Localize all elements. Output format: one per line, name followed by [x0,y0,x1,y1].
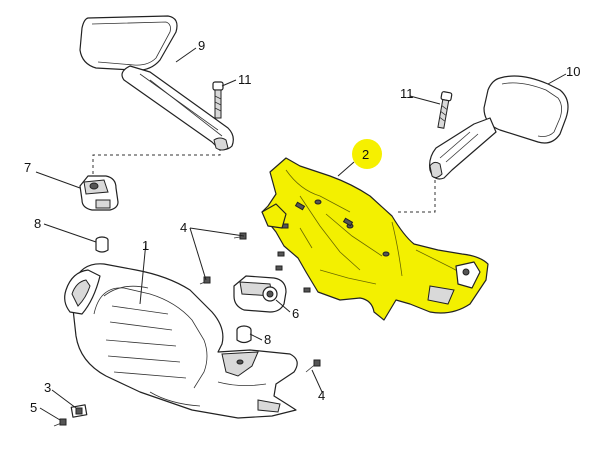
bushing-part-8-upper [95,236,109,253]
callout-2: 2 [362,147,369,162]
callout-5: 5 [30,400,37,415]
mount-dashed-lines [92,148,436,213]
leader-lines [35,47,567,421]
handlebar-cover-lower-part-1 [64,263,298,419]
screw-part-4-middle [199,276,211,285]
callout-3: 3 [44,380,51,395]
clip-part-7 [79,175,119,211]
callout-8-lower: 8 [264,332,271,347]
callout-8-upper: 8 [34,216,41,231]
callout-9: 9 [198,38,205,53]
callout-2-highlight-marker [352,139,382,169]
screw-part-4-upper [233,232,247,240]
bushing-part-8-lower [236,325,252,344]
callout-11-left: 11 [238,72,252,87]
callout-7: 7 [24,160,31,175]
callout-4-lower: 4 [318,388,325,403]
left-mirror-part-9 [79,15,234,151]
right-mirror-part-10 [429,75,569,180]
bolt-part-11-left [212,81,224,119]
callout-labels: 1 2 3 4 4 5 6 7 8 8 9 10 11 11 [24,38,580,415]
callout-1: 1 [142,238,149,253]
screw-part-5 [53,418,67,427]
screw-part-4-right [305,359,321,373]
switch-block-part-6 [233,275,287,313]
callout-11-right: 11 [400,86,414,101]
callout-4-upper: 4 [180,220,187,235]
bolt-part-11-right [437,91,453,129]
callout-10: 10 [566,64,580,79]
callout-6: 6 [292,306,299,321]
handlebar-cover-upper-part-2-highlighted [261,157,489,321]
